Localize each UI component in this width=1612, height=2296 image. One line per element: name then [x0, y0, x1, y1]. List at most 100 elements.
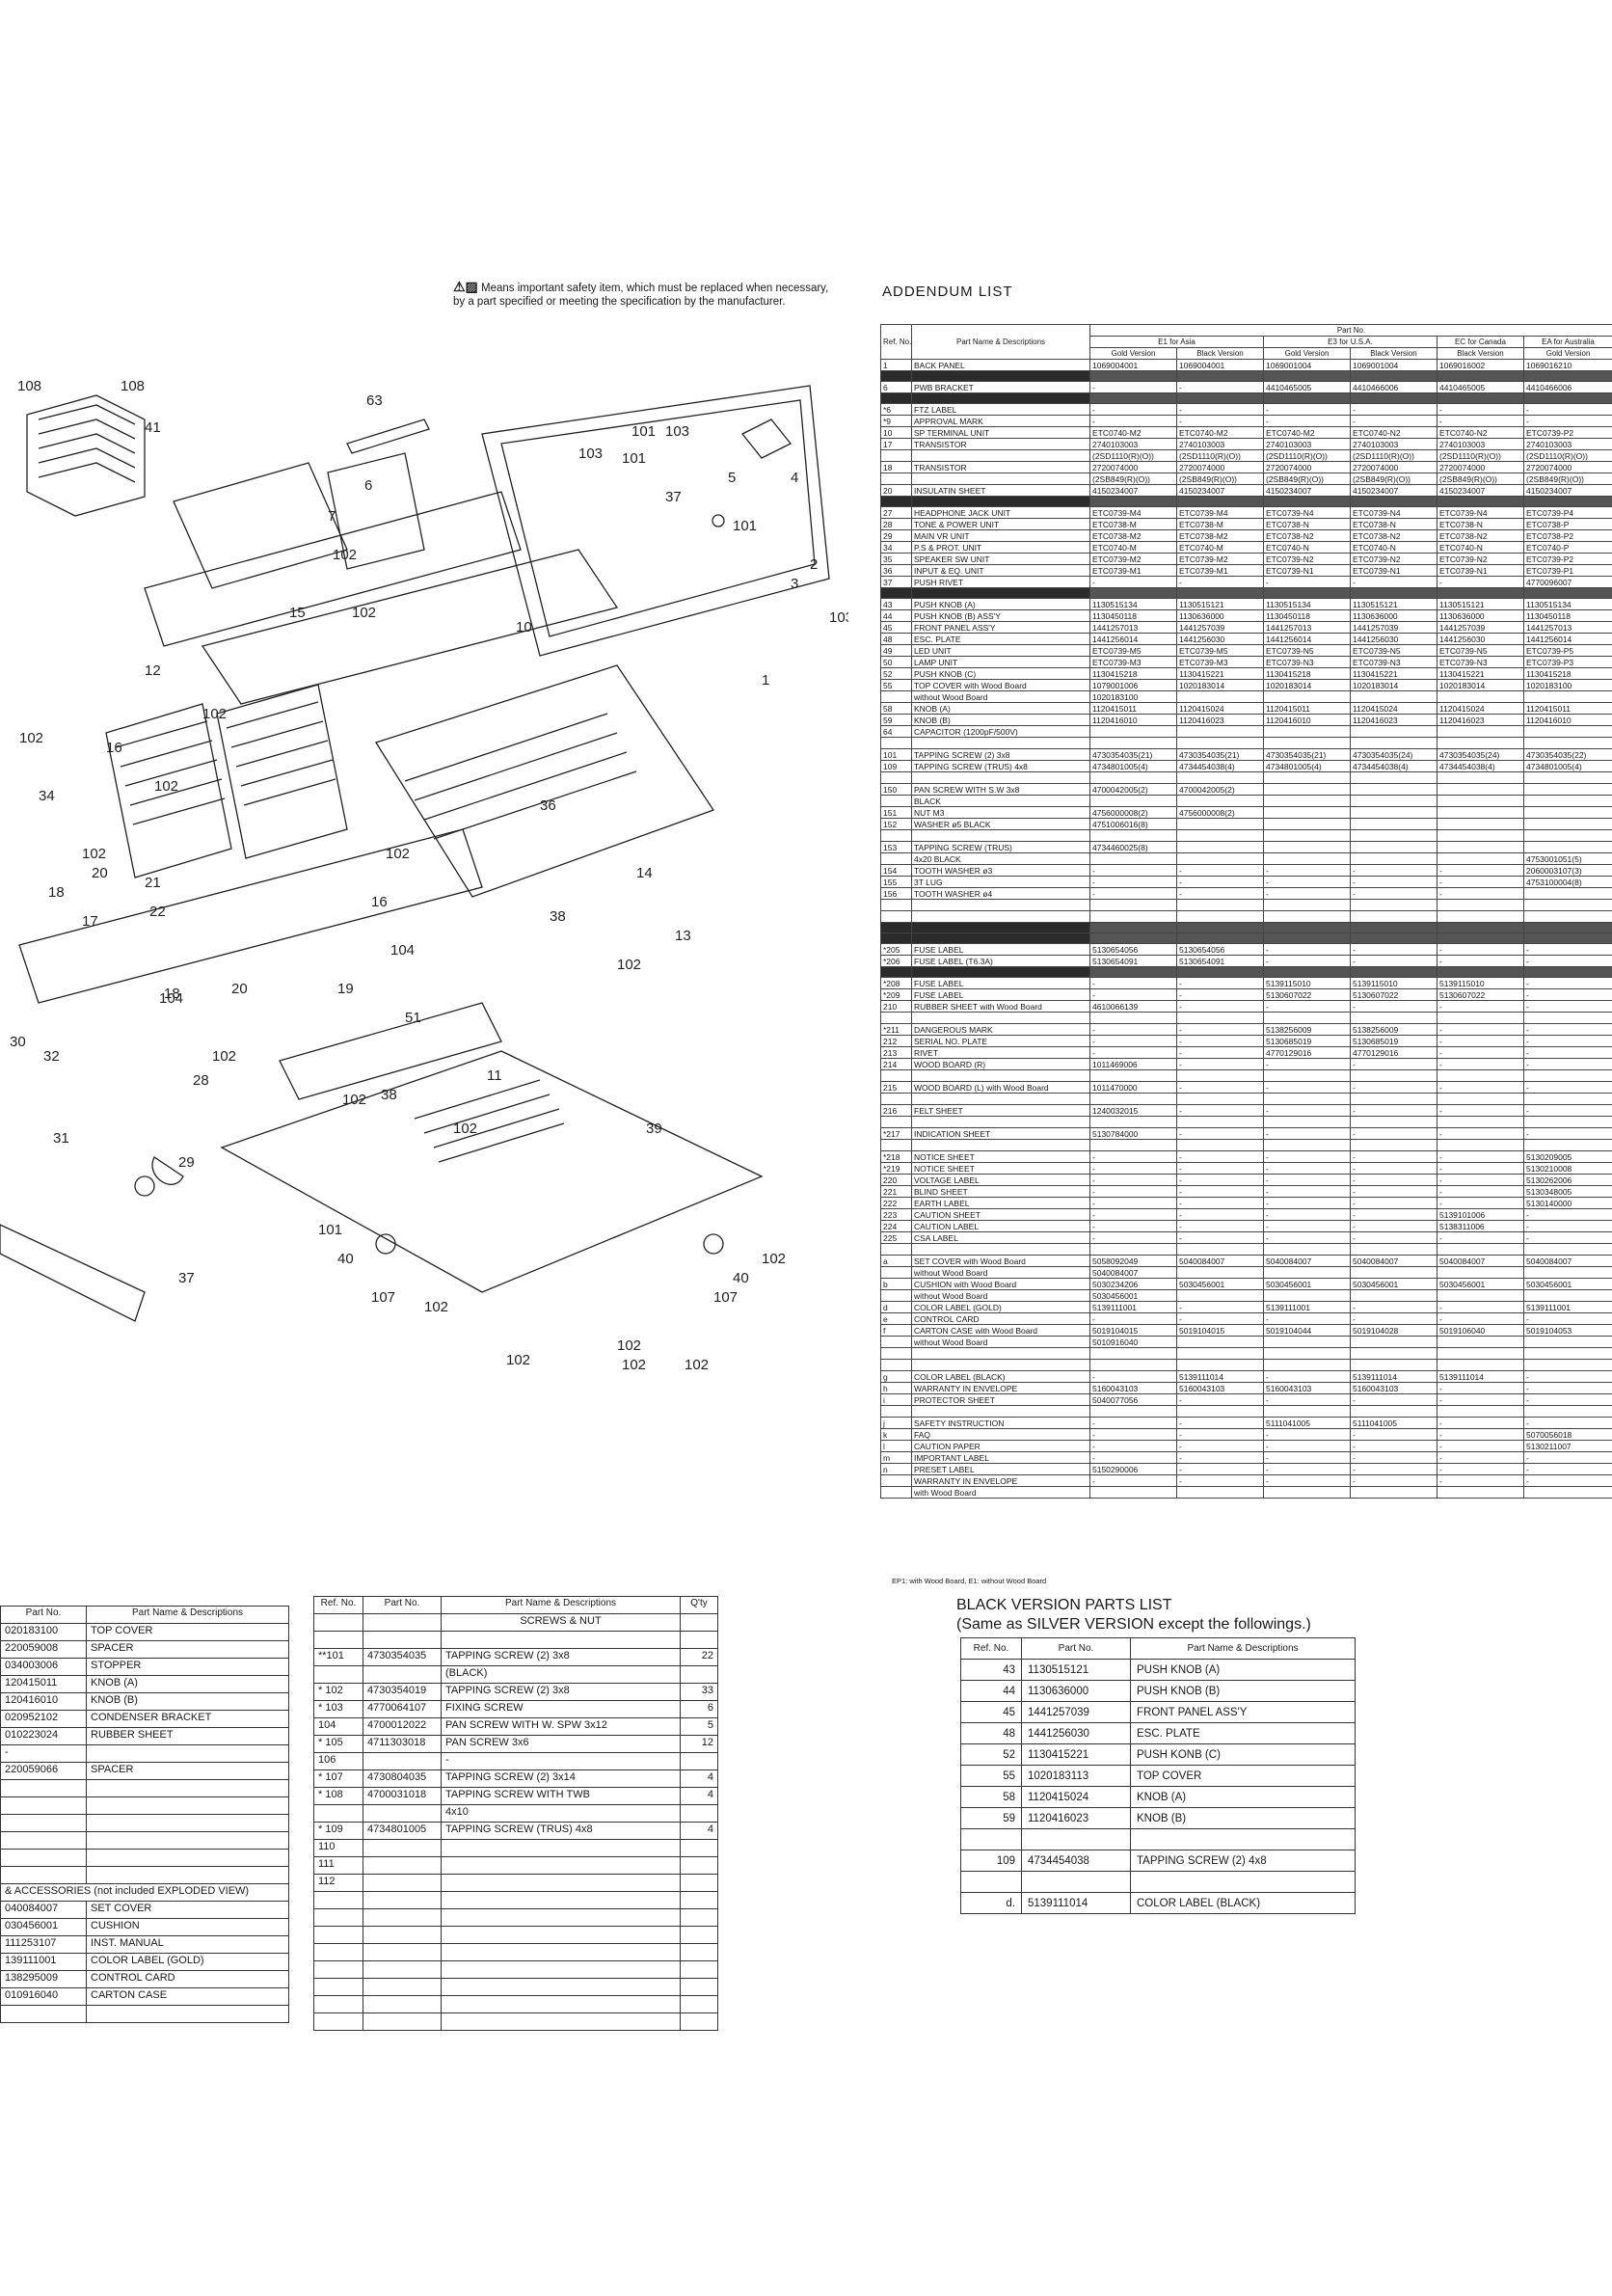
ec-cell [1437, 922, 1524, 933]
ec-cell: 2740103003 [1437, 438, 1524, 450]
table-row [880, 392, 1612, 404]
ea-cell: 1120416010 [1522, 714, 1612, 726]
e3-gold-cell [1263, 725, 1351, 738]
ec-cell: - [1437, 403, 1524, 416]
e3-black-cell [1350, 910, 1437, 923]
ref-cell: 6 [880, 381, 912, 393]
ec-cell: 5130607022 [1437, 988, 1524, 1001]
e1-gold-cell: 5040084007 [1089, 1266, 1177, 1279]
col-ec-canada: EC for Canada [1437, 336, 1524, 348]
desc-cell: IMPORTANT LABEL [911, 1451, 1090, 1464]
e1-black-cell: 5160043103 [1176, 1382, 1264, 1394]
ref-cell: l [880, 1440, 912, 1452]
e3-black-cell: ETC0739-N1 [1350, 564, 1437, 577]
col-part-no: Part No. [1021, 1637, 1131, 1660]
ref-cell [313, 1804, 363, 1823]
e3-gold-cell [1263, 899, 1351, 911]
diagram-callout-label: 12 [145, 662, 161, 679]
desc-cell [86, 1779, 289, 1797]
e3-black-cell: - [1350, 1393, 1437, 1406]
desc-cell: COLOR LABEL (BLACK) [1130, 1892, 1356, 1914]
e3-gold-cell [1263, 1289, 1351, 1302]
e3-black-cell [1350, 725, 1437, 738]
diagram-callout-label: 102 [333, 547, 357, 563]
desc-cell: PWB BRACKET [911, 381, 1090, 393]
ec-cell: ETC0739-N5 [1437, 644, 1524, 657]
e3-black-cell: - [1350, 1127, 1437, 1140]
ea-cell: 2740103003 [1522, 438, 1612, 450]
desc-cell: INPUT & EQ. UNIT [911, 564, 1090, 577]
ea-cell: 4753001051(5) [1522, 852, 1612, 865]
e3-gold-cell: ETC0738-N2 [1263, 529, 1351, 542]
ec-cell: 1120416023 [1437, 714, 1524, 726]
ref-cell [880, 771, 912, 784]
desc-cell: SAFETY INSTRUCTION [911, 1417, 1090, 1429]
e3-black-cell: - [1350, 887, 1437, 900]
e1-gold-cell: - [1089, 1440, 1177, 1452]
desc-cell: RUBBER SHEET [86, 1727, 289, 1745]
desc-cell: without Wood Board [911, 1289, 1090, 1302]
diagram-callout-label: 20 [231, 981, 248, 997]
ec-cell [1437, 966, 1524, 978]
ea-cell: 2060003107(3) [1522, 864, 1612, 877]
e3-gold-cell: - [1263, 955, 1351, 967]
e3-black-cell [1350, 587, 1437, 599]
e3-gold-cell: 5138256009 [1263, 1023, 1351, 1036]
ec-cell [1437, 910, 1524, 923]
ref-cell [880, 1069, 912, 1082]
e1-gold-cell: - [1089, 876, 1177, 888]
e3-gold-cell [1263, 370, 1351, 382]
ref-cell: 154 [880, 864, 912, 877]
table-row [313, 1908, 718, 1927]
ref-cell: j [880, 1417, 912, 1429]
ec-cell: 5139115010 [1437, 977, 1524, 989]
e1-gold-cell: 5030234206 [1089, 1278, 1177, 1290]
e3-black-cell: - [1350, 1104, 1437, 1117]
e3-gold-cell: - [1263, 1451, 1351, 1464]
e1-gold-cell: 5058092049 [1089, 1255, 1177, 1267]
e3-gold-cell: - [1263, 1231, 1351, 1244]
table-row [880, 1243, 1612, 1256]
e1-black-cell: 5040084007 [1176, 1255, 1264, 1267]
ec-cell: - [1437, 1393, 1524, 1406]
e3-gold-cell [1263, 1359, 1351, 1371]
e1-black-cell: - [1176, 1127, 1264, 1140]
ea-cell: 5130140000 [1522, 1197, 1612, 1209]
warning-icon: ⚠▨ [453, 279, 478, 294]
diagram-callout-label: 104 [159, 990, 183, 1007]
desc-cell: SET COVER [86, 1901, 289, 1919]
ref-cell: * 103 [313, 1700, 363, 1718]
ref-cell [880, 1474, 912, 1487]
ref-cell: 27 [880, 506, 912, 519]
ec-cell: ETC0740-N [1437, 541, 1524, 554]
e1-gold-cell [1089, 1139, 1177, 1151]
col-ref: Ref. No. [313, 1596, 363, 1614]
e1-gold-cell: - [1089, 381, 1177, 393]
diagram-callout-label: 2 [810, 556, 818, 573]
ref-cell: *211 [880, 1023, 912, 1036]
e1-gold-cell: - [1089, 988, 1177, 1001]
ec-cell: 4734454038(4) [1437, 760, 1524, 772]
desc-cell [441, 1631, 681, 1649]
ref-cell [313, 1943, 363, 1961]
e1-gold-cell [1089, 1093, 1177, 1105]
ref-cell: 28 [880, 518, 912, 530]
desc-cell: KNOB (B) [1130, 1807, 1356, 1829]
e3-gold-cell: 1441257013 [1263, 621, 1351, 634]
desc-cell: CONTROL CARD [911, 1312, 1090, 1325]
desc-cell: NOTICE SHEET [911, 1150, 1090, 1163]
diagram-callout-label: 31 [53, 1130, 69, 1147]
ref-cell: 109 [960, 1850, 1022, 1872]
desc-cell: NUT M3 [911, 806, 1090, 819]
